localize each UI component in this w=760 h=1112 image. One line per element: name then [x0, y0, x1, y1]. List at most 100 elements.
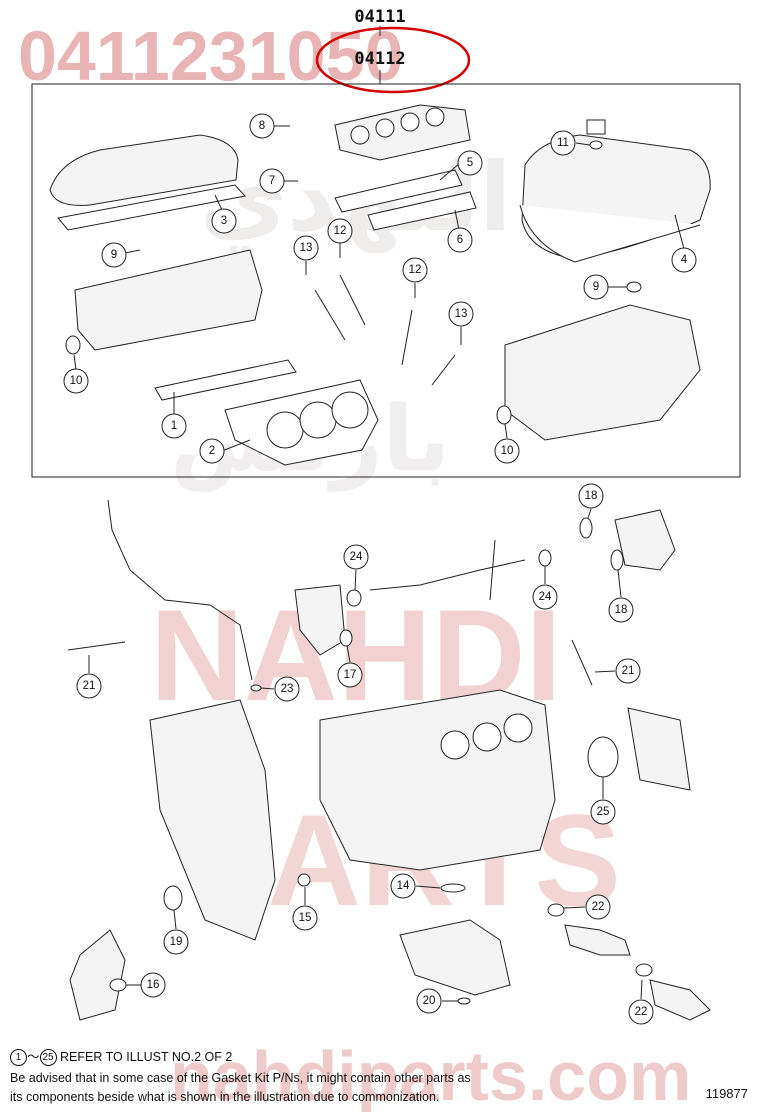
callout-label: 24 [350, 551, 363, 563]
callout-circle [63, 368, 89, 394]
gasket [457, 997, 471, 1005]
rear-oil-seal-retainer [627, 707, 691, 791]
callout-c25: 25 [590, 799, 616, 825]
head-cover-gasket-left [57, 184, 246, 231]
highlight-ring [315, 26, 471, 94]
callout-label: 10 [70, 375, 83, 387]
callout-circle [494, 438, 520, 464]
o-ring [297, 873, 311, 887]
intake-manifold-gasket [334, 169, 463, 213]
callout-circle [578, 483, 604, 509]
o-ring [109, 978, 127, 992]
callout-c14: 14 [390, 873, 416, 899]
callout-label: 21 [83, 680, 96, 692]
gasket [547, 903, 565, 917]
callout-c3: 3 [211, 208, 237, 234]
callout-c7: 7 [259, 168, 285, 194]
callout-c10a: 10 [63, 368, 89, 394]
port [425, 107, 445, 127]
water-outlet [649, 979, 711, 1021]
refer-note: 1～25 REFER TO ILLUST NO.2 OF 2 [10, 1046, 232, 1067]
callout-circle [343, 544, 369, 570]
port [400, 112, 420, 132]
rear-crank-seal [587, 736, 619, 778]
range-separator: ～ [27, 1050, 40, 1064]
callout-circle [293, 235, 319, 261]
callout-circle [211, 208, 237, 234]
callout-circle [140, 972, 166, 998]
port [375, 118, 395, 138]
oil-filter [69, 929, 126, 1021]
callout-circle [402, 257, 428, 283]
callout-label: 24 [539, 591, 552, 603]
part-number-top: 04111 [354, 7, 405, 27]
callout-label: 17 [344, 669, 357, 681]
advisory-line-1: Be advised that in some case of the Gask… [10, 1071, 471, 1085]
callout-label: 11 [557, 137, 569, 149]
front-crank-seal [163, 885, 183, 911]
callout-c12b: 12 [402, 257, 428, 283]
callout-circle [583, 274, 609, 300]
o-ring [538, 549, 552, 567]
callout-layer: 1234567899101011121213131415161718181920… [63, 113, 697, 1025]
callout-circle [671, 247, 697, 273]
callout-c21a: 21 [76, 673, 102, 699]
watermark-domain: nahdiparts.com [170, 1037, 691, 1112]
callout-label: 4 [681, 254, 688, 266]
callout-circle [249, 113, 275, 139]
range-start-badge: 1 [10, 1049, 27, 1067]
upper-parts [49, 104, 711, 466]
callout-c24a: 24 [343, 544, 369, 570]
gasket [440, 883, 466, 893]
callout-label: 1 [171, 420, 177, 432]
o-ring [339, 629, 353, 647]
callout-label: 8 [259, 120, 265, 132]
callout-c11: 11 [550, 130, 576, 156]
callout-circle [615, 658, 641, 684]
callout-c18b: 18 [608, 597, 634, 623]
callout-circle [457, 150, 483, 176]
cylinder-head-left [74, 249, 263, 351]
callout-label: 22 [592, 901, 605, 913]
range-end-badge: 25 [39, 1049, 57, 1067]
oil-seal [496, 405, 512, 425]
callout-label: 21 [622, 665, 635, 677]
water-pump [294, 584, 346, 656]
cylinder-head-right [504, 304, 701, 441]
callout-label: 6 [457, 234, 463, 246]
callout-label: 3 [221, 215, 227, 227]
callout-c18a: 18 [578, 483, 604, 509]
bore [440, 730, 470, 760]
callout-label: 14 [397, 880, 410, 892]
lower-parts [67, 499, 711, 1021]
callout-circle [390, 873, 416, 899]
o-ring [346, 589, 362, 607]
callout-circle [337, 662, 363, 688]
callout-label: 12 [334, 225, 347, 237]
thermostat-housing [614, 509, 676, 571]
callout-label: 2 [209, 445, 215, 457]
callout-circle [448, 301, 474, 327]
callout-c6: 6 [447, 227, 473, 253]
head-gasket-1 [154, 359, 297, 401]
callout-c2: 2 [199, 438, 225, 464]
callout-c21b: 21 [615, 658, 641, 684]
leader-lines [73, 125, 685, 1002]
bore [299, 401, 337, 439]
port [350, 125, 370, 145]
watermark-code: 0411231050 [18, 17, 403, 95]
callout-c23: 23 [274, 676, 300, 702]
bore [503, 713, 533, 743]
valve [431, 354, 456, 386]
callout-c12a: 12 [327, 218, 353, 244]
callout-circle [327, 218, 353, 244]
callout-label: 19 [170, 936, 183, 948]
callout-circle [163, 929, 189, 955]
gasket [610, 549, 624, 571]
callout-label: 22 [635, 1006, 648, 1018]
callout-c13b: 13 [448, 301, 474, 327]
callout-c16: 16 [140, 972, 166, 998]
bolt [571, 639, 593, 686]
dipstick-guide [107, 499, 253, 681]
